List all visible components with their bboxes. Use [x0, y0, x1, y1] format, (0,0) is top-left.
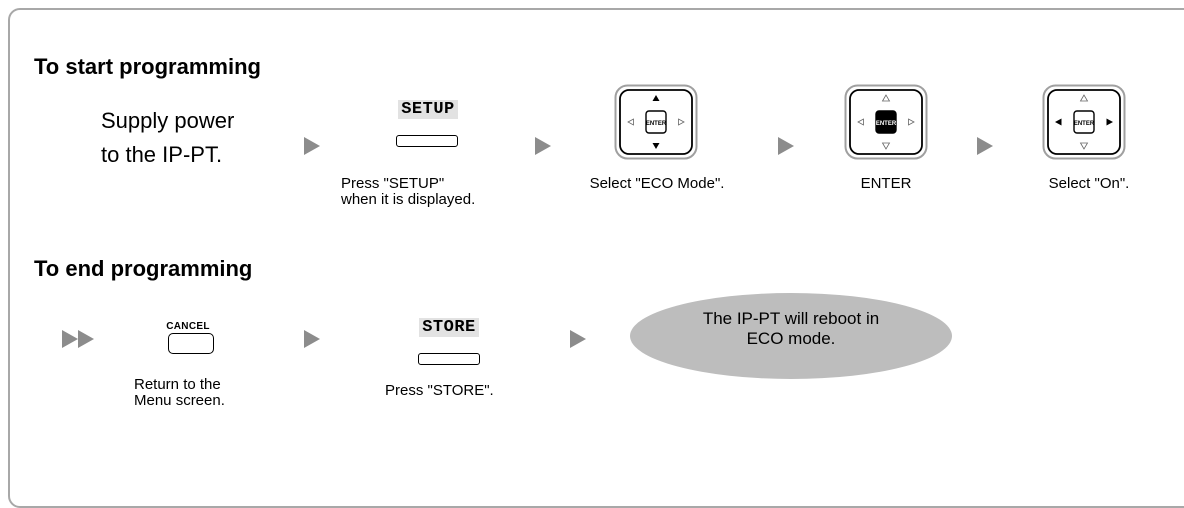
step-arrow-3	[778, 137, 794, 155]
supply-power-text: Supply power to the IP-PT.	[101, 104, 291, 172]
double-arrow-second	[78, 330, 94, 348]
supply-power-line2: to the IP-PT.	[101, 142, 223, 167]
step-arrow-1	[304, 137, 320, 155]
store-softkey-button	[418, 353, 480, 365]
setup-softkey: SETUP	[378, 100, 478, 120]
step1-caption-line2: when it is displayed.	[341, 191, 476, 208]
navigator-key-enter-icon: ENTER	[844, 84, 928, 160]
svg-text:ENTER: ENTER	[646, 121, 667, 127]
step-arrow-2	[535, 137, 551, 155]
cancel-button	[168, 333, 214, 354]
navigator-key-updown-icon: ENTER	[614, 84, 698, 160]
store-caption: Press "STORE".	[385, 382, 494, 399]
store-softkey: STORE	[399, 318, 499, 338]
cancel-caption-line1: Return to the	[134, 376, 221, 393]
cancel-button-label: CANCEL	[166, 321, 210, 332]
step4-caption: Select "On".	[1048, 175, 1130, 192]
navigator-key-leftright-icon: ENTER	[1042, 84, 1126, 160]
cancel-caption: Return to the Menu screen.	[134, 377, 284, 409]
end-programming-heading: To end programming	[34, 256, 253, 281]
step1-caption-line1: Press "SETUP"	[341, 175, 445, 192]
start-programming-heading: To start programming	[34, 54, 261, 79]
step-arrow-4	[977, 137, 993, 155]
step-arrow-5	[304, 330, 320, 348]
result-line2: ECO mode.	[746, 329, 836, 348]
double-arrow-first	[62, 330, 78, 348]
step2-caption: Select "ECO Mode".	[589, 175, 725, 192]
setup-softkey-button	[396, 135, 458, 147]
supply-power-line1: Supply power	[101, 108, 235, 133]
svg-text:ENTER: ENTER	[876, 121, 897, 127]
store-softkey-label: STORE	[419, 318, 479, 337]
result-bubble: The IP-PT will reboot in ECO mode.	[630, 293, 952, 379]
result-line1: The IP-PT will reboot in	[702, 309, 880, 328]
step3-caption: ENTER	[860, 175, 912, 192]
step-arrow-6	[570, 330, 586, 348]
cancel-caption-line2: Menu screen.	[134, 392, 225, 409]
setup-softkey-label: SETUP	[398, 100, 458, 119]
svg-text:ENTER: ENTER	[1074, 121, 1095, 127]
step1-caption: Press "SETUP" when it is displayed.	[341, 176, 541, 208]
